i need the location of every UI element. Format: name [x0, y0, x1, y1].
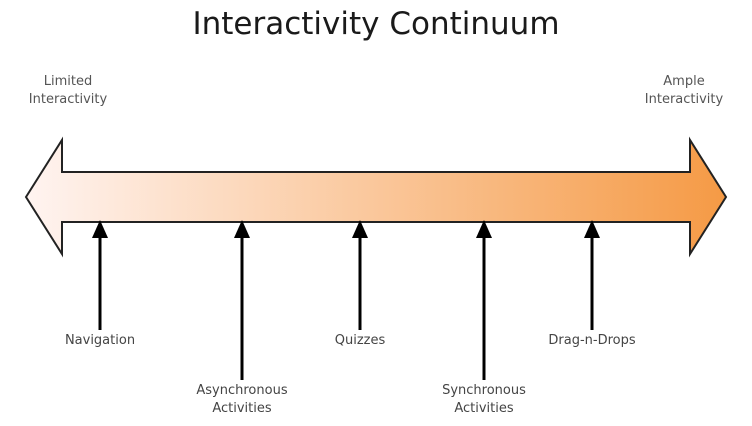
left-end-label: Limited Interactivity: [18, 73, 118, 109]
marker-label-synchronous-activities: Synchronous Activities: [424, 382, 544, 418]
left-end-line1: Limited: [43, 74, 93, 89]
drag-n-drops-pointer-head: [584, 220, 600, 238]
synchronous-pointer-head: [476, 220, 492, 238]
marker-label-asynchronous-activities: Asynchronous Activities: [182, 382, 302, 418]
marker-label-quizzes: Quizzes: [300, 332, 420, 350]
marker-label-drag-n-drops-line1: Drag-n-Drops: [548, 333, 636, 348]
marker-label-navigation-line1: Navigation: [64, 333, 136, 348]
marker-label-quizzes-line1: Quizzes: [334, 333, 386, 348]
diagram-title: Interactivity Continuum: [192, 6, 560, 42]
right-end-line2: Interactivity: [644, 92, 724, 107]
quizzes-pointer-head: [352, 220, 368, 238]
marker-label-navigation: Navigation: [50, 332, 150, 350]
right-end-line1: Ample: [663, 74, 705, 89]
marker-label-drag-n-drops: Drag-n-Drops: [532, 332, 652, 350]
right-end-label: Ample Interactivity: [634, 73, 734, 109]
marker-label-synchronous-line1: Synchronous: [442, 383, 526, 398]
marker-label-asynchronous-line2: Activities: [212, 401, 272, 416]
marker-label-asynchronous-line1: Asynchronous: [196, 383, 288, 398]
marker-label-synchronous-line2: Activities: [454, 401, 514, 416]
double-headed-arrow: [24, 136, 728, 258]
navigation-pointer-head: [92, 220, 108, 238]
left-end-line2: Interactivity: [28, 92, 108, 107]
asynchronous-pointer-head: [234, 220, 250, 238]
